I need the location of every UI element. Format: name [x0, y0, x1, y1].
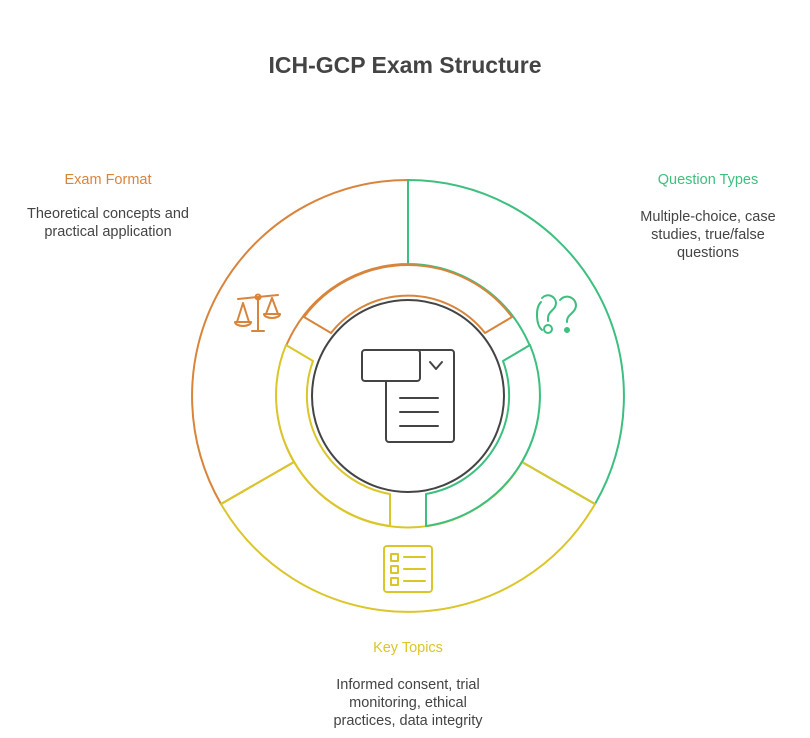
exam-format-description: Theoretical concepts and practical appli…	[26, 206, 189, 240]
key-topics-description: Informed consent, trial monitoring, ethi…	[333, 677, 483, 729]
question-types-description: Multiple-choice, case studies, true/fals…	[640, 209, 776, 261]
scales-icon	[234, 293, 281, 332]
key-topics-label: Key Topics	[373, 640, 443, 656]
inner-segment-exam-format	[303, 264, 513, 334]
outer-segment-question-types	[407, 179, 625, 505]
outer-segment-exam-format	[191, 179, 409, 505]
question-types-label: Question Types	[657, 172, 759, 188]
exam-format-label: Exam Format	[64, 172, 152, 188]
page-title: ICH-GCP Exam Structure	[268, 52, 542, 78]
exam-document-icon	[361, 349, 455, 443]
inner-segment-key-topics	[275, 344, 391, 527]
inner-segment-question-types	[425, 344, 541, 527]
checklist-icon	[383, 545, 433, 593]
question-marks-icon	[536, 294, 577, 334]
